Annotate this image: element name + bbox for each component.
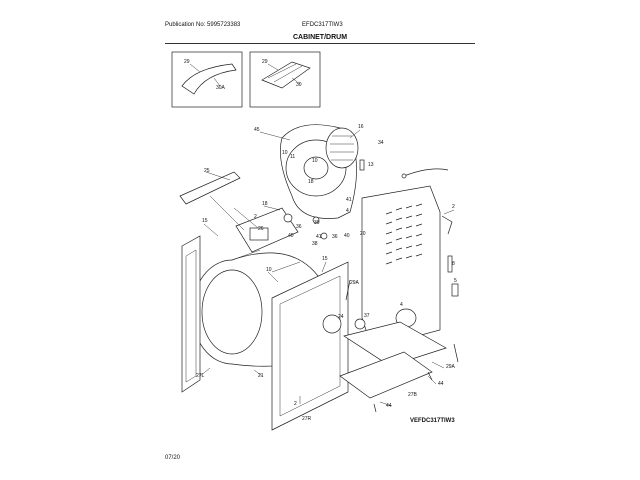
callout: 34: [378, 140, 384, 146]
callout: 44: [386, 403, 392, 409]
callout: 30: [296, 82, 302, 88]
model-number: EFDC317TIW3: [302, 22, 343, 28]
callout: 2: [452, 204, 455, 210]
callout: 38: [312, 241, 318, 247]
callout: 41: [346, 197, 352, 203]
callout: 37: [364, 313, 370, 319]
diagram-code: VEFDC317TIW3: [410, 418, 455, 424]
callout: 18: [262, 201, 268, 207]
callout: 24: [338, 314, 344, 320]
front-top-brace: [179, 171, 241, 205]
callout: 20: [360, 231, 366, 237]
blower-housing: [325, 127, 359, 169]
callout: 36: [296, 224, 302, 230]
callout: 30A: [216, 85, 226, 91]
callout: 36: [332, 234, 338, 240]
left-side-panel: [181, 235, 201, 393]
callout: 18: [308, 179, 314, 185]
callout: 25: [204, 168, 210, 174]
callout: 10: [282, 150, 288, 156]
callout: 26: [258, 226, 264, 232]
callout: 21: [258, 373, 264, 379]
front-base-cover: [339, 351, 433, 399]
leader-lines: [189, 63, 455, 407]
publication-number: Publication No: 5995723383: [165, 22, 241, 28]
callout-labels: 29 30A 29 30 45 16 10 11 10 34 13 25 18 …: [184, 59, 457, 422]
callout: 10: [312, 158, 318, 164]
vent-duct-part: [181, 63, 237, 95]
power-cord: [403, 168, 449, 177]
callout: 2: [294, 401, 297, 407]
callout: 27B: [408, 392, 418, 398]
callout: 39: [314, 220, 320, 226]
callout: 29A: [350, 280, 360, 286]
callout: 16: [358, 124, 364, 130]
callout: 10: [266, 267, 272, 273]
callout: 29: [184, 59, 190, 65]
drum-bearing: [322, 314, 342, 334]
callout: 15: [202, 218, 208, 224]
callout: 41: [316, 234, 322, 240]
callout: 13: [368, 162, 374, 168]
callout: 5: [454, 278, 457, 284]
callout: 29A: [446, 364, 456, 370]
callout: 2: [254, 214, 257, 220]
section-title: CABINET/DRUM: [292, 34, 348, 41]
rear-panel: [361, 185, 441, 349]
callout: 4: [400, 302, 403, 308]
callout: 4: [346, 208, 349, 214]
callout: 45: [254, 127, 260, 133]
callout: 8: [452, 261, 455, 267]
inset-box-right: [249, 51, 321, 108]
base-panel: [343, 321, 447, 367]
callout: 44: [438, 381, 444, 387]
inset-box-left: [171, 51, 243, 108]
callout: 15: [322, 256, 328, 262]
callout: 27R: [302, 416, 312, 422]
callout: 29: [262, 59, 268, 65]
control-board: [249, 227, 269, 241]
callout: 40: [344, 233, 350, 239]
callout: 40: [288, 233, 294, 239]
footer-date: 07/20: [165, 455, 181, 461]
right-side-panel: [271, 261, 349, 431]
rear-panel-vents: [385, 203, 423, 265]
header-rule: [165, 43, 475, 44]
callout: 11: [290, 154, 295, 160]
